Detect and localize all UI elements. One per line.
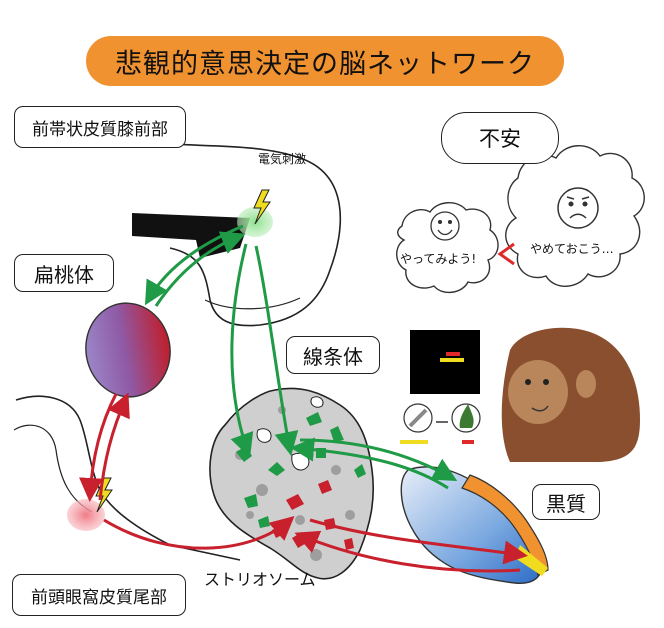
smile-face-icon [430, 211, 460, 241]
striatum-shape [209, 387, 375, 580]
arrow-acc-to-amygdala [144, 224, 244, 306]
arrow-striatum-to-sn-green [299, 438, 458, 481]
acc-stim-spot [237, 207, 273, 237]
arrow-sn-to-striatum-green [290, 437, 449, 490]
choice-chevron-icon [497, 242, 515, 266]
title-banner: 悲観的意思決定の脳ネットワーク [86, 36, 564, 86]
lightning-icon-ofc [95, 477, 113, 513]
ofc-stim-spot [67, 499, 105, 531]
ofc-inner-line [13, 424, 93, 513]
outcome-yellow-bar [400, 440, 428, 444]
ofc-outline [15, 395, 241, 561]
striatum-hole-3 [310, 396, 324, 408]
anxiety-box: 不安 [441, 112, 559, 164]
lightning-icon-acc [253, 189, 271, 225]
arrow-ofc-to-striosome [103, 516, 295, 550]
arrow-acc-to-striatum-b [254, 245, 299, 456]
cortex-inner-line [204, 297, 301, 310]
frontal-cortex-outline [109, 137, 342, 327]
monkey-illustration [501, 327, 640, 462]
striatum-texture [235, 406, 355, 561]
page-title: 悲観的意思決定の脳ネットワーク [115, 48, 535, 80]
label-acc: 前帯状皮質膝前部 [14, 106, 186, 148]
striatum-hole-1 [291, 452, 310, 471]
fiber-bundle [132, 213, 250, 258]
label-stim: 電気刺激 [258, 152, 307, 166]
arrow-striosome-to-sn-red [309, 518, 528, 565]
outcome-red-bar [462, 440, 474, 444]
arrow-sn-to-striosome-red [294, 530, 521, 573]
arrow-amygdala-to-acc [154, 231, 246, 307]
label-striatum: 線条体 [286, 336, 380, 374]
label-amygdala: 扁桃体 [14, 254, 114, 292]
worried-face-icon [557, 187, 599, 229]
arrow-ofc-to-amygdala [98, 392, 130, 501]
label-sn: 黒質 [532, 484, 600, 520]
label-ofc: 前頭眼窩皮質尾部 [12, 574, 186, 616]
bubble-quit-text: やめておこう… [530, 242, 614, 256]
amygdala-shape [85, 302, 171, 398]
reward-leaf [459, 404, 474, 428]
quit-bubble-cloud [505, 145, 645, 287]
label-striosome: ストリオソーム [204, 570, 316, 589]
screen-red-bar [446, 352, 460, 356]
airpuff-nozzle [408, 408, 428, 428]
bubble-try-text: やってみよう! [400, 252, 477, 266]
arrow-acc-to-striatum-a [230, 243, 254, 458]
striatum-hole-2 [256, 428, 272, 443]
screen-yellow-bar [440, 358, 464, 362]
try-bubble-cloud [396, 202, 499, 293]
